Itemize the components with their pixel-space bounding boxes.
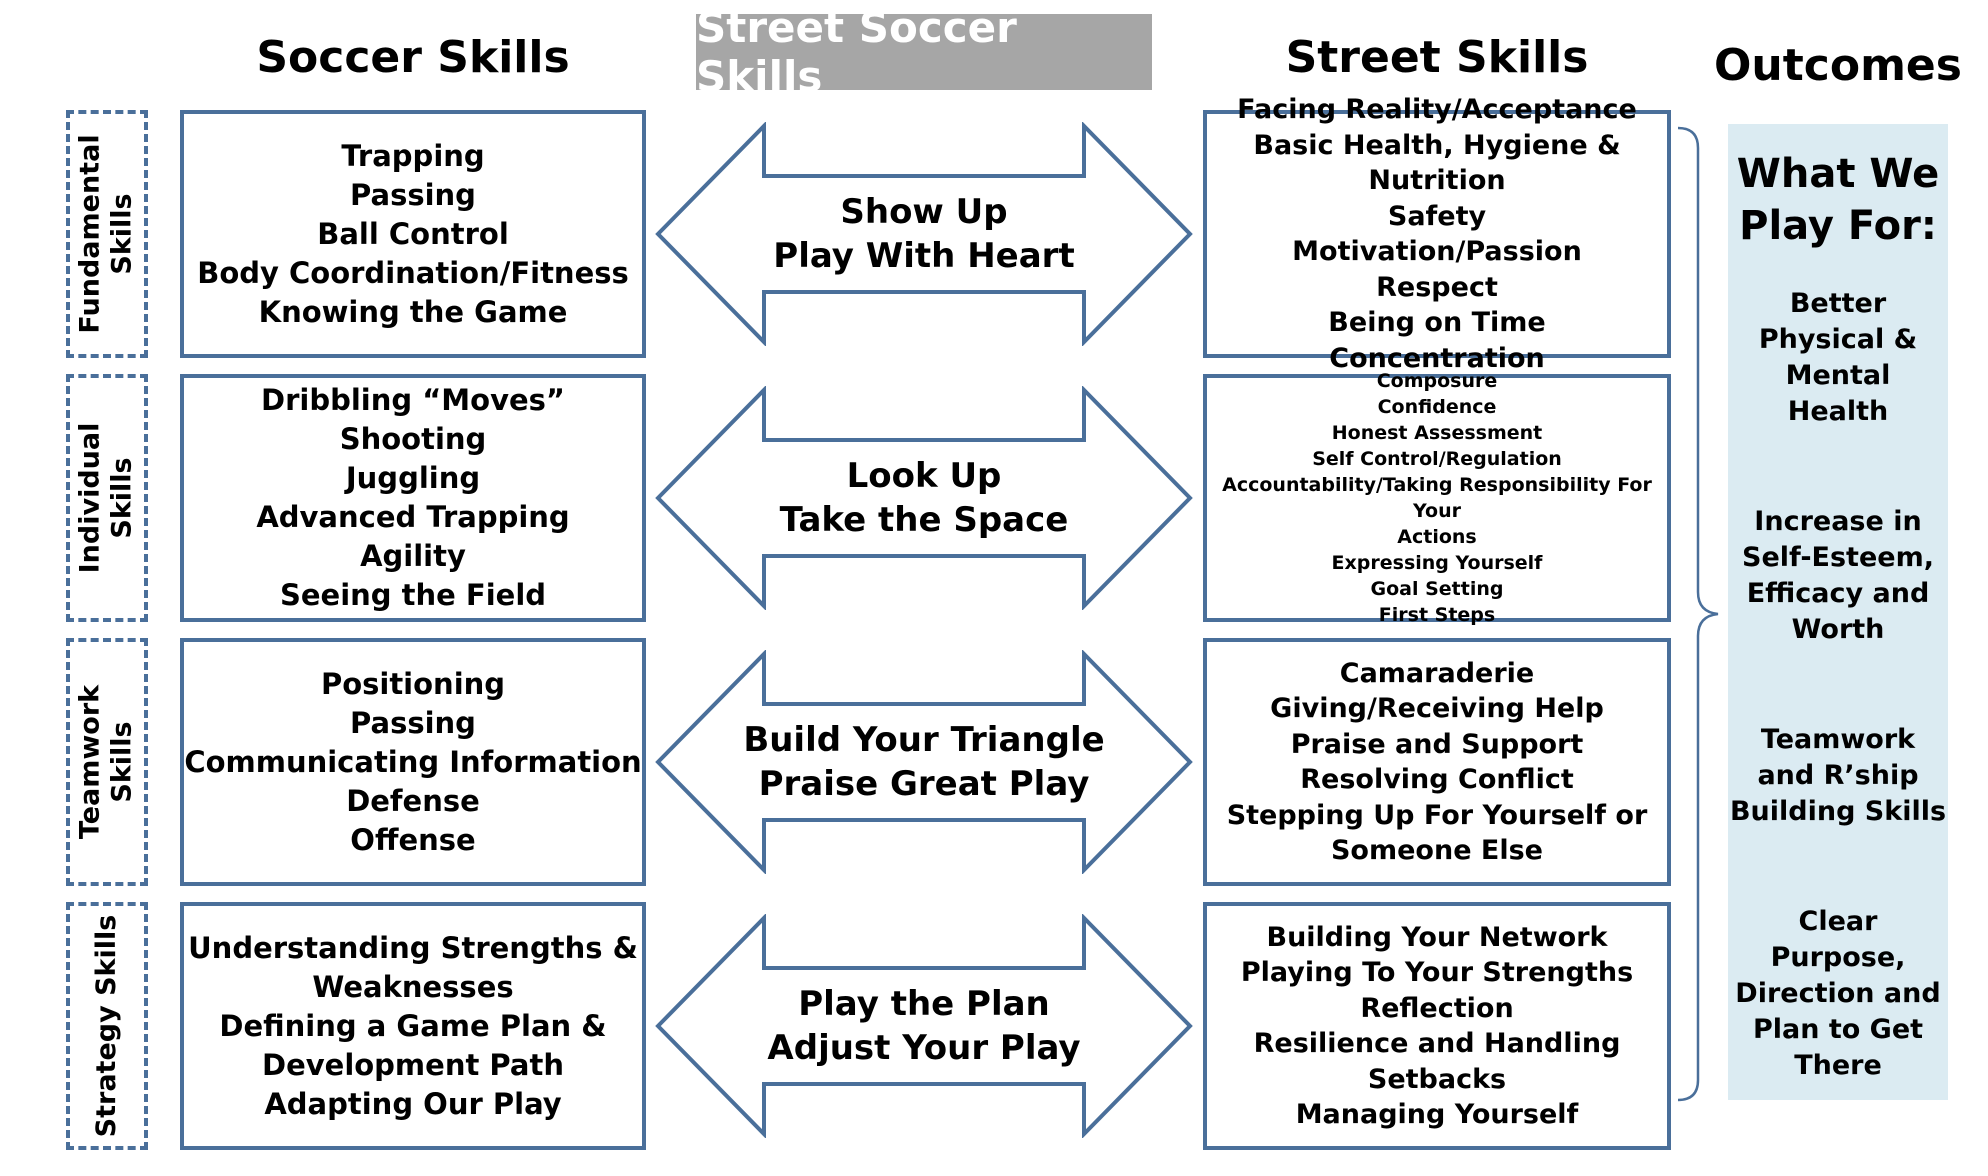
- street-skill-item: Composure: [1376, 370, 1498, 392]
- outcomes-header: Outcomes: [1714, 40, 1962, 91]
- street-skill-item: Building Your Network: [1266, 921, 1608, 953]
- outcome-item: Clear Purpose, Direction and Plan to Get…: [1735, 906, 1941, 1081]
- street-skill-item: Goal Setting: [1370, 578, 1504, 600]
- skill-item: Shooting: [339, 422, 487, 456]
- skill-item: Passing: [350, 705, 476, 740]
- outcomes-panel: What We Play For: Better Physical & Ment…: [1728, 124, 1948, 1100]
- arrow-text: Look Up: [846, 456, 1002, 496]
- category-individual-skills: Individual Skills: [66, 374, 148, 622]
- street-skill-item: First Steps: [1378, 604, 1496, 626]
- street-skill-item: Resolving Conflict: [1300, 764, 1574, 795]
- soccer-skills-box-teamwork: Positioning Passing Communicating Inform…: [180, 638, 646, 886]
- arrow-text: Build Your Triangle: [743, 720, 1105, 760]
- skill-item: Understanding Strengths &: [188, 930, 638, 965]
- street-soccer-skills-header: Street Soccer Skills: [696, 3, 1152, 101]
- category-label: Strategy Skills: [90, 914, 122, 1138]
- street-skills-box-teamwork: Camaraderie Giving/Receiving Help Praise…: [1203, 638, 1671, 886]
- soccer-skills-header: Soccer Skills: [256, 32, 570, 83]
- category-fundamental-skills: Fundamental Skills: [66, 110, 148, 358]
- category-strategy-skills: Strategy Skills: [66, 902, 148, 1150]
- street-skill-item: Honest Assessment: [1331, 422, 1543, 444]
- street-skill-item: Giving/Receiving Help: [1270, 693, 1604, 724]
- skill-item: Passing: [350, 177, 476, 212]
- outcome-item: Teamwork and R’ship Building Skills: [1729, 724, 1947, 827]
- category-label: Teamwork Skills: [74, 684, 138, 840]
- skill-item: Seeing the Field: [279, 578, 547, 612]
- street-skill-item: Accountability/Taking Responsibility For…: [1222, 474, 1652, 522]
- skill-item: Knowing the Game: [258, 294, 568, 329]
- skill-item: Advanced Trapping: [256, 500, 570, 534]
- double-arrow-individual: Look Up Take the Space: [654, 386, 1194, 610]
- arrow-text: Adjust Your Play: [767, 1028, 1081, 1068]
- skill-item: Juggling: [345, 461, 481, 495]
- skill-item: Communicating Information: [184, 744, 642, 779]
- street-skill-item: Actions: [1397, 526, 1477, 548]
- street-skill-item: Concentration: [1329, 342, 1545, 374]
- category-label: Fundamental Skills: [74, 134, 138, 334]
- skill-item: Development Path: [262, 1047, 564, 1082]
- street-skills-box-strategy: Building Your Network Playing To Your St…: [1203, 902, 1671, 1150]
- street-skill-item: Managing Yourself: [1295, 1099, 1579, 1130]
- skill-item: Positioning: [320, 666, 506, 701]
- street-skills-box-individual: Composure Confidence Honest Assessment S…: [1203, 370, 1671, 626]
- soccer-skills-box-fundamental: Trapping Passing Ball Control Body Coord…: [180, 110, 646, 358]
- street-skill-item: Basic Health, Hygiene & Nutrition: [1253, 129, 1621, 197]
- category-teamwork-skills: Teamwork Skills: [66, 638, 148, 886]
- skill-item: Adapting Our Play: [264, 1086, 562, 1121]
- street-skill-item: Camaraderie: [1339, 657, 1535, 689]
- skill-item: Offense: [350, 822, 476, 857]
- arrow-text: Play With Heart: [773, 236, 1075, 276]
- street-skill-item: Confidence: [1377, 396, 1497, 418]
- skill-item: Dribbling “Moves”: [261, 383, 565, 417]
- double-arrow-strategy: Play the Plan Adjust Your Play: [654, 914, 1194, 1138]
- street-skill-item: Resilience and Handling Setbacks: [1253, 1028, 1621, 1095]
- street-skill-item: Safety: [1387, 200, 1487, 232]
- street-skill-item: Facing Reality/Acceptance: [1237, 94, 1637, 125]
- soccer-skills-box-strategy: Understanding Strengths & Weaknesses Def…: [180, 902, 646, 1150]
- double-arrow-fundamental: Show Up Play With Heart: [654, 122, 1194, 346]
- arrow-text: Praise Great Play: [758, 764, 1090, 804]
- skill-item: Ball Control: [317, 216, 509, 251]
- outcome-item: Better Physical & Mental Health: [1758, 288, 1918, 427]
- street-skill-item: Playing To Your Strengths: [1240, 957, 1634, 988]
- arrow-text: Show Up: [840, 192, 1008, 232]
- street-skill-item: Being on Time: [1328, 307, 1546, 338]
- street-skill-item: Reflection: [1360, 992, 1514, 1024]
- skill-item: Agility: [360, 539, 466, 573]
- arrow-text: Play the Plan: [798, 984, 1050, 1024]
- category-label: Individual Skills: [74, 422, 138, 574]
- skill-item: Defense: [346, 783, 480, 818]
- outcomes-brace: [1677, 126, 1719, 1102]
- arrow-text: Take the Space: [779, 500, 1069, 540]
- street-skill-item: Self Control/Regulation: [1312, 448, 1562, 470]
- skill-item: Weaknesses: [312, 969, 514, 1004]
- street-skill-item: Praise and Support: [1290, 728, 1584, 760]
- soccer-skills-box-individual: Dribbling “Moves” Shooting Juggling Adva…: [180, 374, 646, 622]
- street-skills-box-fundamental: Facing Reality/Acceptance Basic Health, …: [1203, 94, 1671, 374]
- street-skill-item: Expressing Yourself: [1331, 552, 1543, 574]
- skill-item: Trapping: [341, 138, 485, 173]
- street-skills-header: Street Skills: [1285, 32, 1589, 83]
- street-skill-item: Stepping Up For Yourself or: [1226, 799, 1648, 831]
- street-skill-item: Respect: [1376, 271, 1498, 303]
- double-arrow-teamwork: Build Your Triangle Praise Great Play: [654, 650, 1194, 874]
- outcome-item: Increase in Self-Esteem, Efficacy and Wo…: [1742, 506, 1934, 645]
- skill-item: Defining a Game Plan &: [219, 1008, 607, 1043]
- skill-item: Body Coordination/Fitness: [197, 255, 629, 290]
- street-skill-item: Someone Else: [1330, 835, 1543, 866]
- street-skill-item: Motivation/Passion: [1292, 236, 1582, 267]
- outcomes-title: What We Play For:: [1736, 151, 1940, 249]
